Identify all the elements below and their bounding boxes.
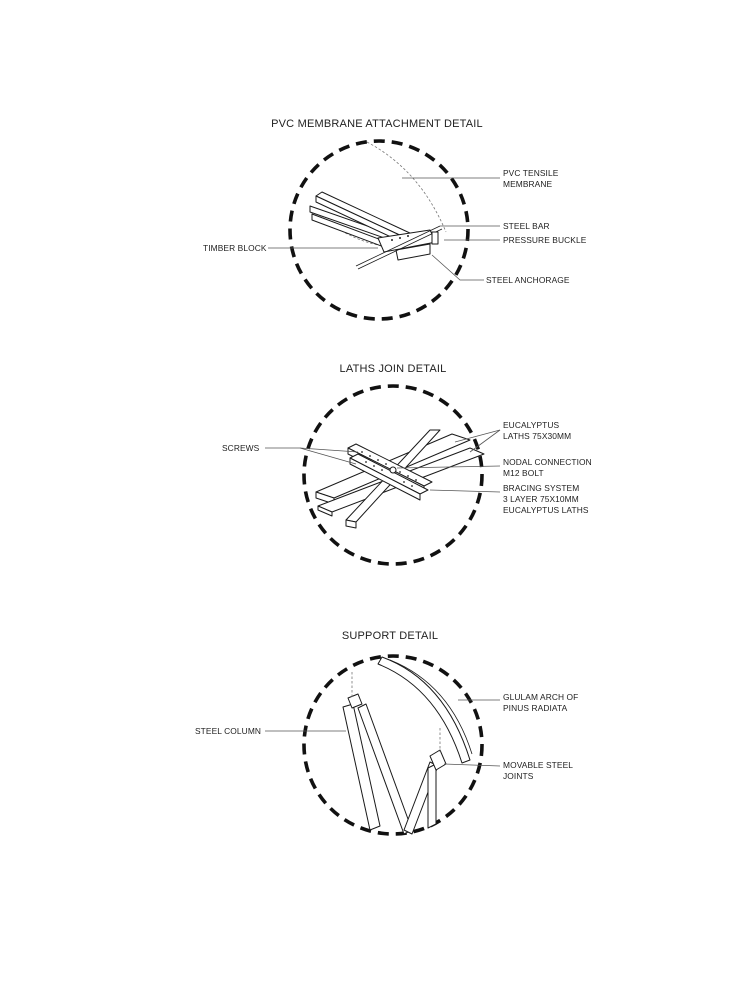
label-bracing-layers: 3 LAYER 75X10MM (503, 494, 579, 504)
bolt-dot (391, 239, 393, 241)
detail-title: LATHS JOIN DETAIL (340, 363, 447, 375)
support-detail: SUPPORT DETAIL GLULAM ARCH OF PINUS RADI… (195, 630, 578, 836)
label-screws: SCREWS (222, 443, 260, 453)
leader-line (454, 429, 501, 443)
laths-join-detail: LATHS JOIN DETAIL (222, 363, 592, 566)
column-cap (347, 693, 363, 709)
glulam-arch-edge (389, 659, 473, 755)
label-bracing-laths: EUCALYPTUS LATHS (503, 505, 589, 515)
bolt-dot (399, 237, 401, 239)
anchorage-plate (395, 243, 431, 261)
label-eucalyptus: EUCALYPTUS (503, 420, 560, 430)
label-pressure-buckle: PRESSURE BUCKLE (503, 235, 587, 245)
label-steel-anchorage: STEEL ANCHORAGE (486, 275, 570, 285)
buckle (431, 231, 439, 245)
label-steel-bar: STEEL BAR (503, 221, 550, 231)
label-laths-size: LATHS 75X30MM (503, 431, 571, 441)
membrane-attachment-drawing (309, 141, 447, 270)
nodal-bolt (389, 466, 397, 474)
detail-circle (302, 654, 484, 836)
lath-end (317, 505, 333, 517)
leader-line (443, 763, 501, 767)
glulam-arch (377, 656, 471, 764)
support-drawing (342, 656, 473, 835)
bolt-dot (407, 235, 409, 237)
label-m12-bolt: M12 BOLT (503, 468, 544, 478)
screw-dots (361, 451, 417, 487)
label-bracing-system: BRACING SYSTEM (503, 483, 579, 493)
detail-title: SUPPORT DETAIL (342, 630, 438, 642)
label-pinus-radiata: PINUS RADIATA (503, 703, 568, 713)
leader-line (429, 489, 501, 493)
label-movable-steel: MOVABLE STEEL (503, 760, 573, 770)
laths-join-drawing (315, 429, 485, 529)
label-joints: JOINTS (503, 771, 534, 781)
right-post (427, 763, 437, 829)
detail-circle (288, 139, 470, 321)
label-glulam-arch: GLULAM ARCH OF (503, 692, 578, 702)
lath-end (345, 519, 357, 529)
leader-line (469, 429, 501, 453)
leader-line (396, 465, 501, 469)
steel-rod (355, 225, 441, 267)
label-steel-column: STEEL COLUMN (195, 726, 261, 736)
steel-rod (357, 228, 443, 270)
pvc-membrane-attachment-detail: PVC MEMBRANE ATTACHMENT DETAIL (203, 118, 587, 321)
label-timber-block: TIMBER BLOCK (203, 243, 267, 253)
leader-line (299, 447, 357, 465)
detail-circle (302, 384, 484, 566)
detail-title: PVC MEMBRANE ATTACHMENT DETAIL (271, 118, 483, 130)
steel-column (342, 703, 381, 831)
leader-line (431, 254, 484, 281)
label-pvc-tensile: PVC TENSILE (503, 168, 559, 178)
label-nodal-connection: NODAL CONNECTION (503, 457, 592, 467)
label-membrane: MEMBRANE (503, 179, 553, 189)
membrane-edge (366, 141, 447, 233)
